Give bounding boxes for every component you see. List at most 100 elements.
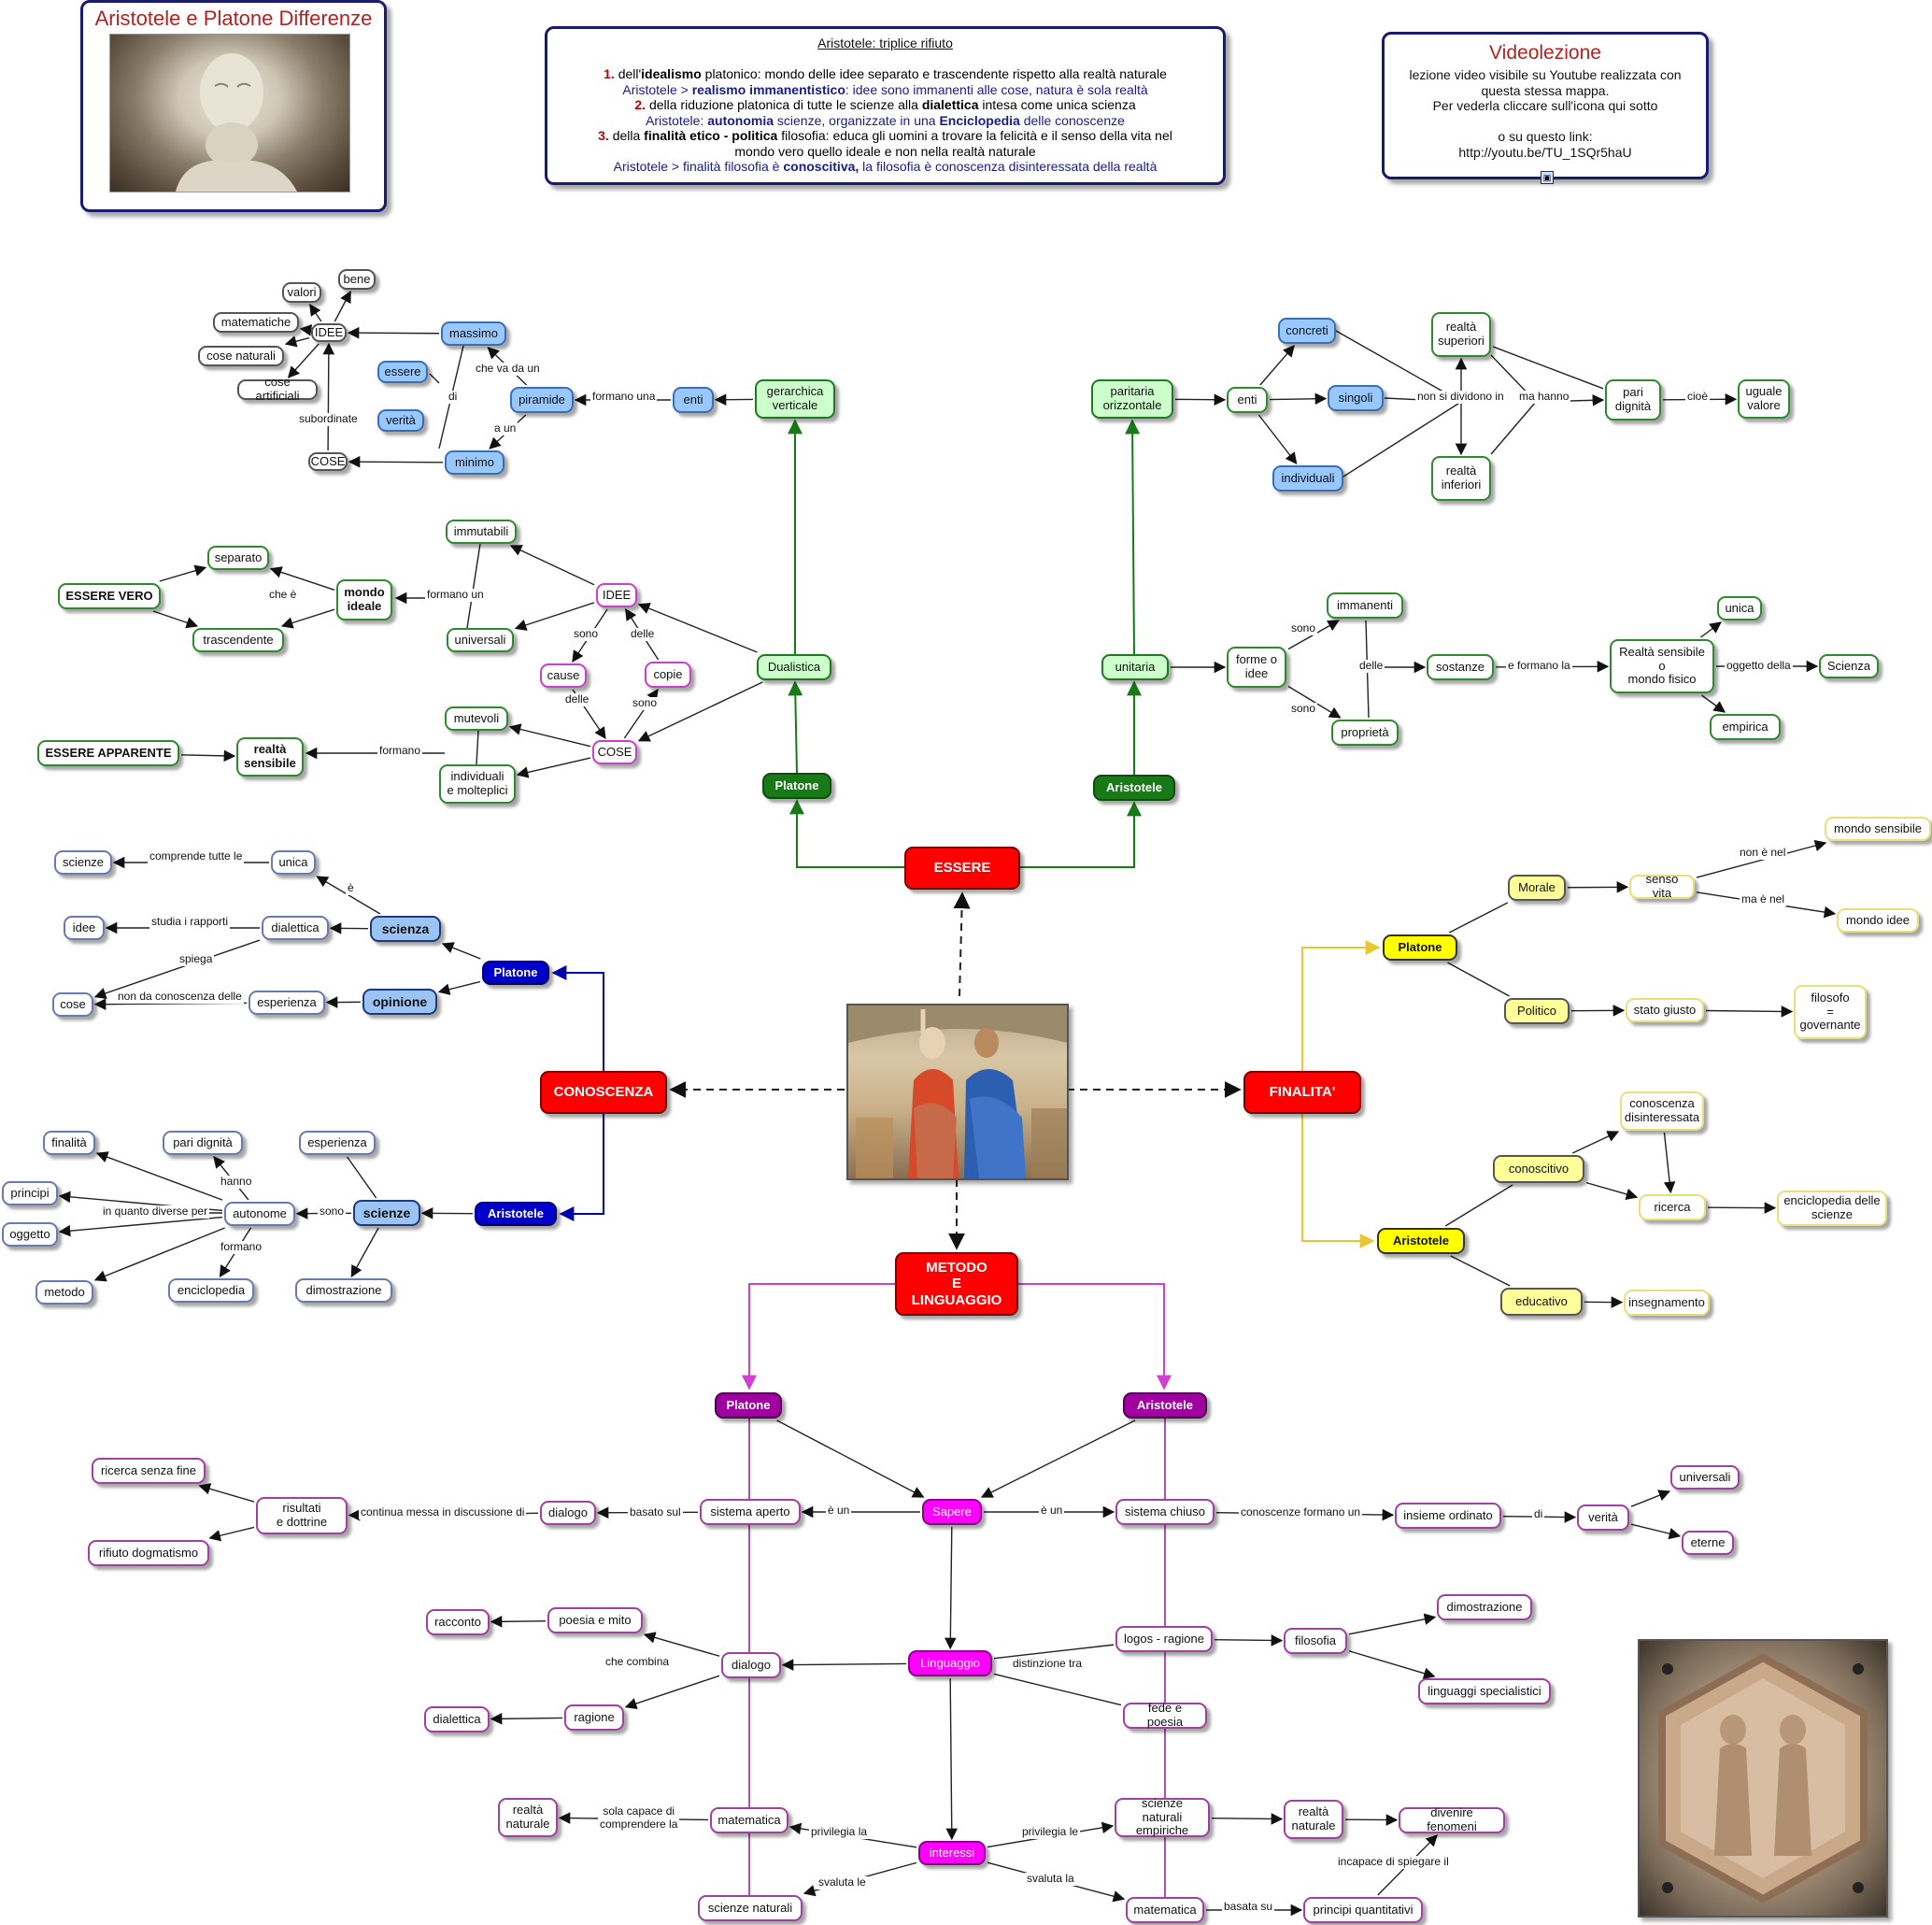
- connector: [348, 455, 444, 468]
- link-label: delle: [1357, 659, 1385, 673]
- link-label: non da conoscenza delle: [116, 990, 244, 1004]
- node-me-platone: Platone: [715, 1392, 782, 1419]
- node-sapere: Sapere: [922, 1499, 982, 1525]
- node-cose-mid: COSE: [592, 740, 637, 764]
- rejection-text: finalità etico - politica: [644, 128, 778, 143]
- connector: [508, 723, 591, 748]
- connector: [95, 1151, 223, 1201]
- node-enciclopedia-sc: enciclopedia delle scienze: [1777, 1191, 1887, 1226]
- link-label: ma hanno: [1517, 390, 1571, 404]
- rejection-number: 1.: [604, 66, 615, 81]
- node-realta-sensibile: realtà sensibile: [236, 737, 304, 777]
- rejection-text: : idee sono immanenti alle cose, natura …: [845, 81, 1148, 97]
- node-ricerca: ricerca: [1639, 1194, 1706, 1220]
- connector: [280, 608, 335, 629]
- node-copie: copie: [645, 662, 691, 688]
- link-label: delle: [563, 692, 591, 706]
- link-label: svaluta le: [817, 1875, 868, 1889]
- link-label: distinzione tra: [1011, 1657, 1085, 1671]
- connector: [322, 342, 335, 451]
- node-sistema-aperto: sistema aperto: [700, 1499, 801, 1525]
- node-immanenti: immanenti: [1327, 592, 1403, 619]
- node-conoscitivo: conoscitivo: [1493, 1155, 1584, 1183]
- node-scienze-a: scienze: [353, 1200, 420, 1226]
- node-cose-naturali: cose naturali: [198, 346, 284, 366]
- rejection-text: la filosofia è conoscenza disinteressata…: [859, 159, 1158, 174]
- connector: [559, 1114, 604, 1221]
- connector: [624, 1675, 720, 1710]
- connector: [316, 876, 381, 915]
- node-fede-poesia: fede e poesia: [1123, 1701, 1207, 1729]
- rejection-text: dialettica: [921, 97, 979, 112]
- rejection-line: 3. della finalità etico - politica filos…: [547, 128, 1223, 144]
- link-label: basato sul: [628, 1505, 683, 1519]
- node-stato-giusto: stato giusto: [1626, 998, 1704, 1022]
- connector: [742, 1283, 895, 1390]
- connector: [198, 1483, 255, 1503]
- node-ricerca-senza: ricerca senza fine: [92, 1458, 206, 1484]
- node-minimo: minimo: [445, 450, 504, 475]
- node-linguaggio: Linguaggio: [908, 1650, 992, 1676]
- connector: [1301, 1114, 1375, 1248]
- node-linguaggi-spec: linguaggi specialistici: [1418, 1678, 1551, 1704]
- node-metodo: METODO E LINGUAGGIO: [895, 1252, 1018, 1316]
- node-idee-top: IDEE: [311, 323, 347, 342]
- rejection-lines: 1. dell'idealismo platonico: mondo delle…: [547, 66, 1223, 175]
- connector: [476, 730, 479, 765]
- node-senso-vita: senso vita: [1629, 872, 1695, 900]
- link-label: che va da un: [474, 362, 542, 376]
- node-unitaria: unitaria: [1101, 654, 1169, 680]
- connector: [287, 343, 320, 378]
- connector: [1018, 1283, 1172, 1390]
- connector: [1705, 1005, 1794, 1018]
- connector: [1571, 1131, 1620, 1154]
- node-conoscenza-dis: conoscenza disinteressata: [1620, 1091, 1704, 1131]
- rejection-text: Enciclopedia: [939, 112, 1020, 128]
- link-label: sono: [1289, 621, 1318, 635]
- node-interessi: interessi: [918, 1841, 986, 1865]
- link-label: non è nel: [1738, 846, 1788, 860]
- rejection-line: 2. della riduzione platonica di tutte le…: [547, 97, 1223, 113]
- connector: [643, 1632, 720, 1657]
- link-label: conoscenze formano un: [1239, 1505, 1363, 1519]
- connector: [1348, 1613, 1437, 1635]
- connector: [441, 942, 481, 960]
- node-dimostrazione-m: dimostrazione: [1437, 1594, 1532, 1620]
- node-scienze-naturali-p: scienze naturali: [698, 1895, 803, 1921]
- connector: [945, 1677, 959, 1841]
- node-idee-p: idee: [64, 916, 105, 940]
- connector: [1301, 940, 1381, 1071]
- node-gerarchica: gerarchica verticale: [755, 379, 835, 419]
- node-valori: valori: [282, 282, 321, 303]
- video-link-icon[interactable]: ▣: [1541, 171, 1554, 184]
- connector: [299, 324, 313, 336]
- connector: [1257, 414, 1298, 464]
- connector: [350, 1227, 379, 1278]
- node-racconto: racconto: [426, 1609, 490, 1635]
- node-insegnamento: insegnamento: [1624, 1290, 1710, 1316]
- link-label: è un: [826, 1504, 852, 1518]
- connector: [347, 326, 440, 339]
- node-fi-aristotele: Aristotele: [1377, 1228, 1465, 1254]
- rejection-text: della: [608, 128, 645, 143]
- rejection-number: 3.: [598, 128, 609, 143]
- node-scienze-p: scienze: [54, 850, 112, 875]
- link-label: e formano la: [1506, 659, 1572, 673]
- link-label: subordinate: [297, 412, 360, 426]
- connector: [309, 303, 322, 322]
- link-label: hanno: [219, 1175, 254, 1189]
- connector: [1020, 801, 1142, 868]
- connector: [1287, 685, 1342, 719]
- rejection-text: autonomia: [707, 112, 774, 128]
- rejection-text: realismo immanentistico: [691, 81, 845, 97]
- node-bene: bene: [338, 269, 376, 290]
- node-dialogo-2: dialogo: [721, 1652, 781, 1678]
- node-finalita: FINALITA': [1243, 1071, 1361, 1114]
- connector: [514, 602, 595, 631]
- link-label: che è: [267, 588, 299, 602]
- connector: [1630, 1523, 1682, 1540]
- connector: [1269, 392, 1328, 406]
- node-cause: cause: [540, 663, 587, 688]
- connector: [776, 1419, 925, 1498]
- node-filosofo: filosofo = governante: [1794, 985, 1867, 1039]
